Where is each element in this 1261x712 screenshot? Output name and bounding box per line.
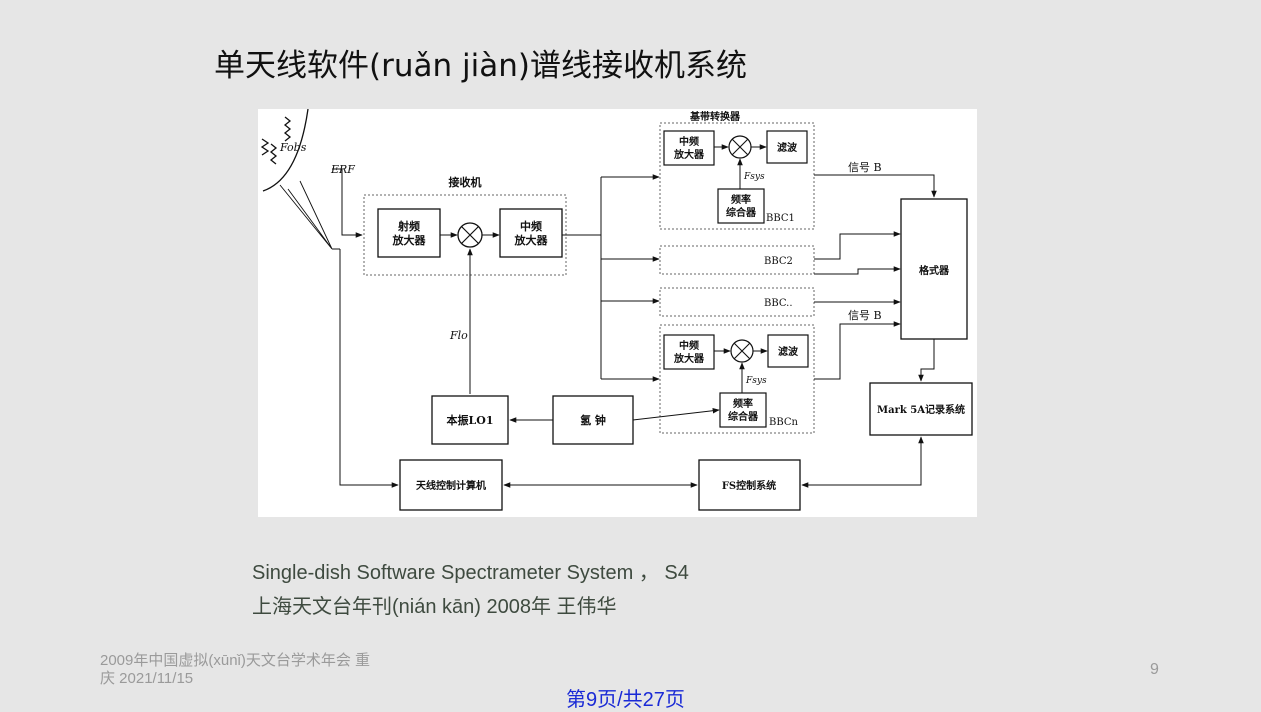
bbcn-fsys-label: Fsys [745, 376, 767, 386]
e-rf-label: ERF [330, 163, 355, 176]
bbc1-if-line1: 中频 [679, 135, 699, 148]
rf-amp-line2: 放大器 [392, 233, 427, 247]
h-maser-label: 氢 钟 [580, 413, 606, 427]
fs-control-label: FS控制系统 [722, 479, 776, 492]
page-number: 9 [1150, 661, 1159, 678]
antenna-control-label: 天线控制计算机 [416, 479, 486, 492]
signal-b-bottom: 信号 B [848, 309, 882, 322]
diagram-svg: Fobs ERF 接收机 射频 放大器 中频 放大器 Flo 基带转换器 中频 … [260, 109, 973, 511]
formatter-label: 格式器 [919, 264, 950, 277]
rf-amplifier-box [377, 208, 441, 258]
slide-title: 单天线软件(ruǎn jiàn)谱线接收机系统 [214, 48, 747, 84]
bbc1-synth-line2: 综合器 [726, 206, 757, 219]
bbcn-filter-label: 滤波 [778, 345, 799, 358]
fs-control-box [698, 459, 801, 511]
mark5a-label: Mark 5A记录系统 [877, 403, 965, 416]
bbc1-synth-line1: 频率 [731, 193, 751, 206]
bbc1-label: BBC1 [766, 213, 795, 224]
page-link[interactable]: 第9页/共27页 [566, 689, 685, 711]
formatter-box [900, 198, 968, 340]
bbcn-filter-box [767, 334, 809, 368]
f-lo-label: Flo [449, 329, 468, 342]
antenna-dish [260, 109, 333, 250]
antenna-control-box [399, 459, 503, 511]
bbcn-if-line2: 放大器 [673, 352, 705, 365]
if-amp-line2: 放大器 [514, 233, 549, 247]
bbc1-filter-label: 滤波 [777, 141, 798, 154]
bbc-group-label: 基带转换器 [689, 110, 741, 123]
lo1-box [431, 395, 509, 445]
bbc1-if-amp-box [663, 130, 715, 166]
if-amp-line1: 中频 [520, 219, 542, 233]
bbc-dots-label: BBC.. [764, 298, 793, 309]
bbc1-synth-box [717, 188, 765, 224]
bbc2-group [659, 245, 815, 275]
receiver-block-diagram: Fobs ERF 接收机 射频 放大器 中频 放大器 Flo 基带转换器 中频 … [258, 109, 977, 517]
bbcn-if-amp-box [663, 334, 715, 370]
if-amplifier-box [499, 208, 563, 258]
lo1-label: 本振LO1 [447, 413, 494, 427]
rf-amp-line1: 射频 [397, 219, 420, 233]
bbcn-synth-line2: 综合器 [728, 410, 759, 423]
bbc2-label: BBC2 [764, 256, 793, 267]
bbcn-synth-line1: 频率 [733, 397, 753, 410]
bbc1-group [659, 122, 815, 230]
bbc1-filter-box [766, 130, 808, 164]
caption-source: 上海天文台年刊(nián kān) 2008年 王伟华 [252, 596, 617, 618]
f-obs-label: Fobs [279, 141, 307, 154]
signal-b-top: 信号 B [848, 161, 882, 174]
bbc1-fsys-label: Fsys [743, 172, 765, 182]
mark5a-box [869, 382, 973, 436]
bbc1-if-line2: 放大器 [673, 148, 705, 161]
receiver-label: 接收机 [449, 175, 482, 189]
bbcn-label: BBCn [769, 417, 799, 428]
bbcn-synth-box [719, 392, 767, 428]
caption-english: Single-dish Software Spectrameter System… [252, 562, 689, 584]
footer-conference: 2009年中国虚拟(xūnǐ)天文台学术年会 重庆 2021/11/15 [100, 652, 371, 687]
bbcn-if-line1: 中频 [679, 339, 699, 352]
